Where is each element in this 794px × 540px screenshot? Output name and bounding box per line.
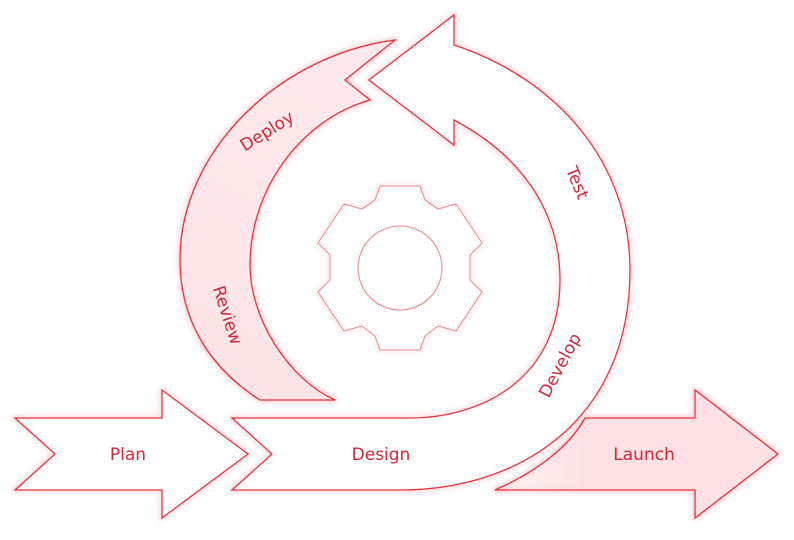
stage-label-launch: Launch: [613, 445, 675, 465]
gear-icon: [317, 185, 483, 351]
launch-arrow: [494, 388, 780, 520]
plan-arrow: [13, 388, 250, 520]
deploy-review-arc: [179, 39, 398, 401]
design-develop-test-arrow: [230, 13, 631, 491]
stage-label-design: Design: [352, 445, 411, 465]
stage-label-plan: Plan: [110, 445, 146, 465]
